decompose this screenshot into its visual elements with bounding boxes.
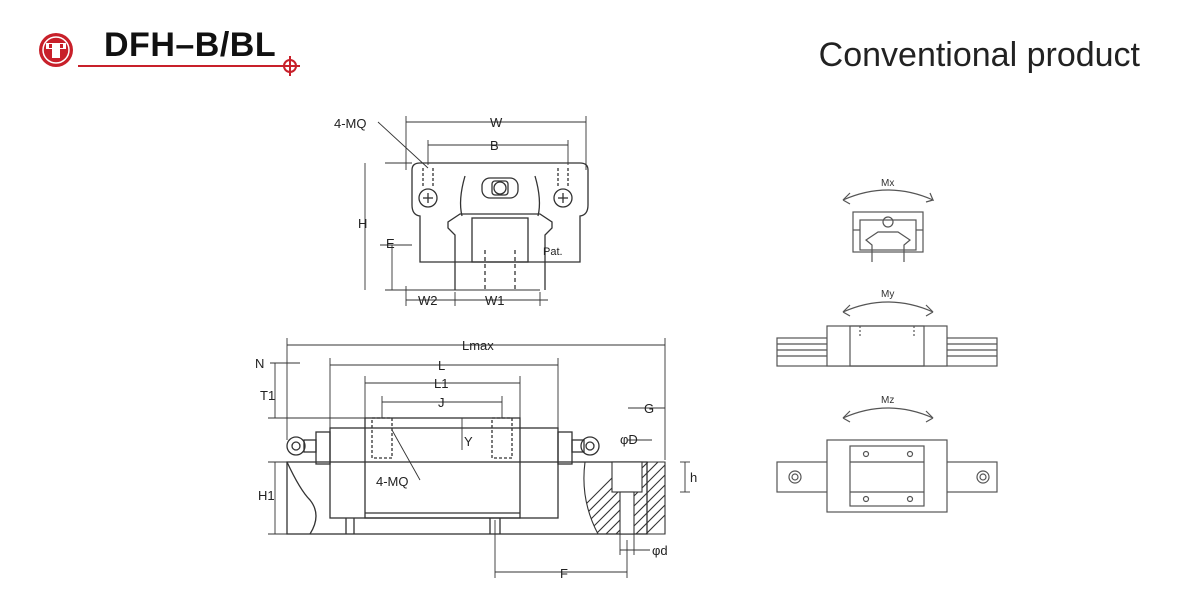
- moment-mz-view: [776, 407, 998, 513]
- front-view: [411, 162, 589, 290]
- front-view-dimensions: [364, 116, 587, 306]
- label-g: G: [644, 401, 654, 416]
- label-w1: W1: [485, 293, 505, 308]
- model-title: DFH–B/BL: [104, 26, 277, 64]
- label-f: F: [560, 566, 568, 581]
- label-mx: Mx: [881, 178, 894, 189]
- moment-my-view: [776, 301, 998, 367]
- label-l1: L1: [434, 376, 448, 391]
- label-mz: Mz: [881, 395, 894, 406]
- side-view-dimensions: [268, 338, 690, 578]
- label-t1: T1: [260, 388, 275, 403]
- header: DFH–B/BL Conventional product: [0, 0, 1200, 90]
- title-underline: [78, 56, 300, 76]
- label-my: My: [881, 289, 894, 300]
- label-od: φD: [620, 432, 638, 447]
- page-subtitle: Conventional product: [818, 36, 1140, 74]
- rail-section: [583, 461, 666, 535]
- label-mq: 4-MQ: [334, 116, 367, 131]
- label-h: H: [358, 216, 367, 231]
- label-n: N: [255, 356, 264, 371]
- label-lmax: Lmax: [462, 338, 494, 353]
- label-y: Y: [464, 434, 473, 449]
- side-view: [286, 417, 648, 535]
- label-d: φd: [652, 543, 668, 558]
- label-l: L: [438, 358, 445, 373]
- label-mq-side: 4-MQ: [376, 474, 409, 489]
- label-e: E: [386, 236, 395, 251]
- moment-mx-view: [842, 189, 935, 262]
- label-j: J: [438, 395, 445, 410]
- front-view-labels: 4-MQ W B H E W2 W1 Pat.: [334, 115, 563, 308]
- label-w2: W2: [418, 293, 438, 308]
- side-view-labels: Lmax L L1 J N T1 H1 Y 4-MQ G φD h φd F: [255, 338, 697, 581]
- label-w: W: [490, 115, 503, 130]
- label-pat: Pat.: [543, 246, 563, 258]
- label-h-small: h: [690, 470, 697, 485]
- label-b: B: [490, 138, 499, 153]
- brand-logo-icon: [39, 33, 73, 67]
- label-h1: H1: [258, 488, 275, 503]
